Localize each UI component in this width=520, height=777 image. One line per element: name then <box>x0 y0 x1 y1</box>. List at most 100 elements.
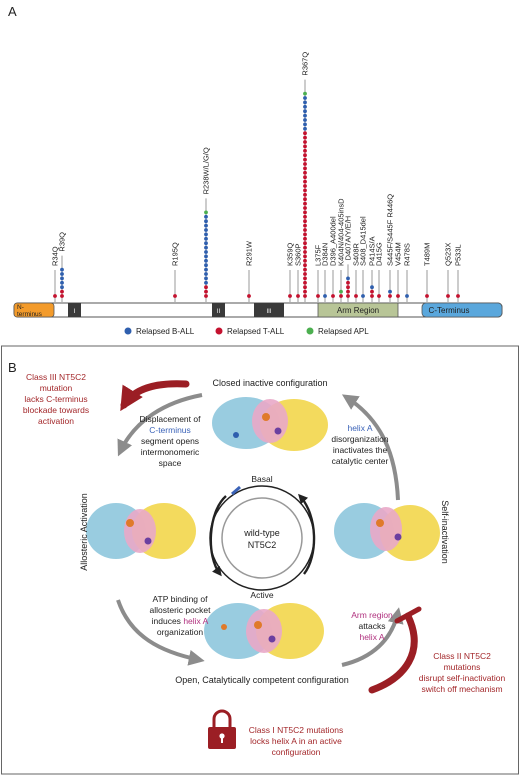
mutation-dot <box>303 157 307 162</box>
active-label: Active <box>250 590 273 600</box>
helix-disorganization-text: helix A disorganization inactivates the … <box>331 423 388 466</box>
mutation-dot <box>354 294 358 298</box>
mutation-label: R195Q <box>171 242 180 266</box>
mutation-dot <box>323 294 327 298</box>
atp-binding-text: ATP binding of allosteric pocket induces… <box>150 594 212 637</box>
mutation-label: S360P <box>294 243 303 266</box>
mutation-dot <box>60 272 64 276</box>
mutation-dot <box>288 294 292 298</box>
mutation-dot <box>303 289 307 294</box>
mutation-dot <box>204 250 208 254</box>
svg-text:disorganization: disorganization <box>331 434 388 444</box>
mutation-label: P414S/A <box>368 236 377 266</box>
mutation-dot <box>303 104 307 109</box>
mutation-label: P533L <box>454 244 463 266</box>
mutation-label: D384N <box>321 243 330 266</box>
mutation-dot <box>303 179 307 184</box>
structure-self-inactivation <box>334 503 440 561</box>
svg-text:lacks C-terminus: lacks C-terminus <box>24 394 87 404</box>
mutation-dot <box>204 263 208 268</box>
mutation-dot <box>331 294 335 298</box>
c-terminus-domain <box>421 302 503 318</box>
mutation-label: R34Q <box>51 246 60 266</box>
legend-apl-dot <box>306 327 314 335</box>
lock-icon <box>208 709 236 749</box>
mutation-dot <box>204 285 208 290</box>
mutation-dot <box>204 223 208 228</box>
displacement-text: Displacement of C-terminus segment opens… <box>140 414 202 468</box>
mutation-dot <box>446 294 450 298</box>
inner-cycle-ring <box>221 497 303 579</box>
mutation-dot <box>346 280 350 285</box>
mutation-dot <box>303 276 307 281</box>
domain-ii-label: II <box>217 309 221 315</box>
mutation-label: T489M <box>423 243 432 266</box>
cycle-arrow-right <box>298 493 316 575</box>
mutation-dot <box>303 263 307 268</box>
class2-blocker-bar <box>394 606 422 624</box>
mutation-dot <box>303 162 307 166</box>
mutation-dot <box>303 118 307 122</box>
legend-t-all-label: Relapsed T-ALL <box>227 327 285 336</box>
allosteric-activation-label: Allosteric Activation <box>79 493 89 571</box>
mutation-dot <box>303 294 307 298</box>
svg-text:helix A: helix A <box>359 632 384 642</box>
c-terminus-label: C-Terminus <box>429 306 470 315</box>
mutation-dot <box>303 228 307 232</box>
mutation-dot <box>204 294 208 298</box>
svg-text:locks helix A in an active: locks helix A in an active <box>250 736 342 746</box>
mutation-dot <box>303 109 307 114</box>
mutation-dot <box>303 258 307 263</box>
mutation-dot <box>204 272 208 276</box>
svg-text:configuration: configuration <box>272 747 321 757</box>
outer-cycle-ring <box>209 485 315 591</box>
mutation-dot <box>204 267 208 272</box>
self-inactivation-label: Self-inactivation <box>440 500 450 564</box>
svg-text:inactivates the: inactivates the <box>333 445 388 455</box>
mutation-dot <box>361 294 365 298</box>
mutation-dot <box>303 245 307 250</box>
mutation-label: K359Q <box>286 242 295 266</box>
mutation-dot <box>204 276 208 281</box>
class3-red-arrow <box>120 380 190 412</box>
svg-text:C-terminus: C-terminus <box>149 425 191 435</box>
mutation-label: K404N/404-405insD <box>337 198 346 266</box>
svg-text:Class III NT5C2: Class III NT5C2 <box>26 372 86 382</box>
mutation-dot <box>377 294 381 298</box>
closed-config-title: Closed inactive configuration <box>212 378 327 388</box>
cycle-arrow-left <box>209 495 227 577</box>
mutation-dot <box>303 91 307 96</box>
mutation-dot <box>405 294 409 298</box>
mutation-dot <box>303 280 307 285</box>
mutation-dot <box>303 254 307 259</box>
mutation-dot <box>247 294 251 298</box>
mutation-dot <box>456 294 460 298</box>
arm-attacks-text: Arm region attacks helix A <box>351 610 393 642</box>
mutation-dot <box>303 140 307 144</box>
mutation-dot <box>346 294 350 298</box>
mutation-label: L375F <box>314 244 323 266</box>
domain-i-label: I <box>74 309 76 315</box>
mutation-dot <box>303 241 307 246</box>
structure-allosteric-activation <box>86 503 196 559</box>
mutation-label: S408R <box>352 242 361 266</box>
mutation-dot <box>303 214 307 219</box>
basal-marker <box>231 485 241 496</box>
mutation-label: R478S <box>403 243 412 266</box>
mutation-dot <box>303 170 307 175</box>
center-label-line1: wild-type <box>243 528 280 538</box>
svg-text:Class II NT5C2: Class II NT5C2 <box>433 651 491 661</box>
mutation-dot <box>370 289 374 294</box>
mutation-dot <box>396 294 400 298</box>
mutation-label: R291W <box>245 240 254 266</box>
mutation-dot <box>303 219 307 224</box>
mutation-label: V454M <box>394 242 403 266</box>
mutation-label: S408_D415del <box>359 216 368 266</box>
arrow-self-inactivation-to-closed <box>341 394 400 501</box>
mutation-dot <box>303 135 307 140</box>
mutation-dot <box>303 131 307 136</box>
mutation-dot <box>60 294 64 298</box>
mutation-dot <box>425 294 429 298</box>
